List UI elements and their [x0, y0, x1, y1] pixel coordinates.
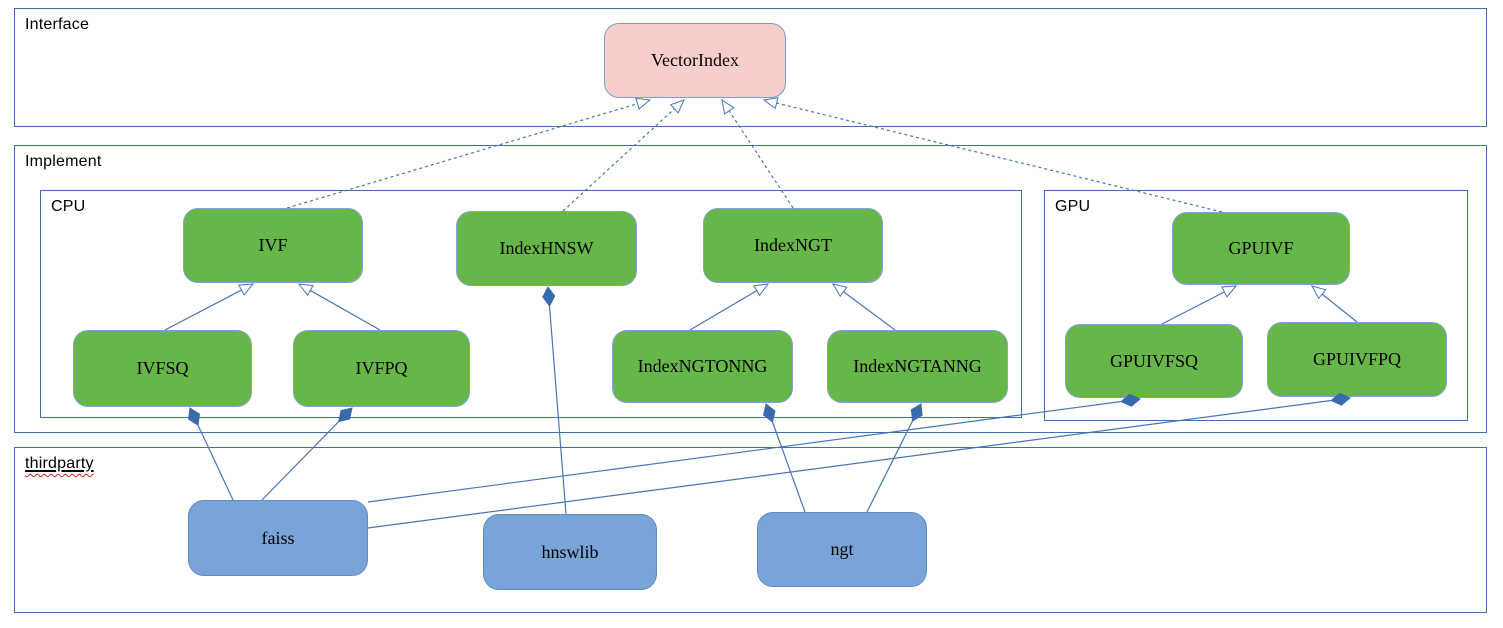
node-label-indexhnsw: IndexHNSW	[499, 238, 594, 258]
node-vectorindex[interactable]: VectorIndex	[604, 23, 786, 98]
node-label-ivfpq: IVFPQ	[355, 358, 408, 378]
node-label-gpuivf: GPUIVF	[1228, 238, 1294, 258]
node-hnswlib[interactable]: hnswlib	[483, 514, 657, 590]
node-gpuivfpq[interactable]: GPUIVFPQ	[1267, 322, 1447, 397]
node-ivfpq[interactable]: IVFPQ	[293, 330, 470, 407]
node-indexngtanng[interactable]: IndexNGTANNG	[827, 330, 1008, 403]
container-label-implement: Implement	[25, 153, 102, 170]
node-gpuivfsq[interactable]: GPUIVFSQ	[1065, 324, 1243, 398]
node-label-gpuivfsq: GPUIVFSQ	[1109, 350, 1199, 371]
node-faiss[interactable]: faiss	[188, 500, 368, 576]
node-label-ngt: ngt	[830, 539, 854, 559]
node-label-ivf: IVF	[258, 235, 288, 255]
container-label-gpu: GPU	[1055, 198, 1091, 215]
node-label-faiss: faiss	[261, 527, 295, 548]
node-label-indexngt: IndexNGT	[754, 235, 832, 255]
node-ivfsq[interactable]: IVFSQ	[73, 330, 252, 407]
node-label-indexngtonng: IndexNGTONNG	[637, 356, 768, 376]
node-indexngt[interactable]: IndexNGT	[703, 208, 883, 283]
node-label-vectorindex: VectorIndex	[651, 50, 739, 70]
node-label-indexngtanng: IndexNGTANNG	[853, 356, 982, 376]
spellcheck-squiggle-text: thirdparty	[25, 455, 94, 472]
container-label-cpu: CPU	[51, 198, 86, 215]
node-ivf[interactable]: IVF	[183, 208, 363, 283]
node-label-ivfsq: IVFSQ	[136, 358, 189, 378]
container-label-thirdparty: thirdparty	[25, 455, 94, 473]
node-label-gpuivfpq: GPUIVFPQ	[1312, 349, 1402, 369]
node-gpuivf[interactable]: GPUIVF	[1172, 212, 1350, 285]
node-indexhnsw[interactable]: IndexHNSW	[456, 211, 637, 286]
node-ngt[interactable]: ngt	[757, 512, 927, 587]
node-indexngtonng[interactable]: IndexNGTONNG	[612, 330, 793, 403]
node-label-hnswlib: hnswlib	[541, 541, 599, 562]
container-label-interface: Interface	[25, 16, 90, 33]
